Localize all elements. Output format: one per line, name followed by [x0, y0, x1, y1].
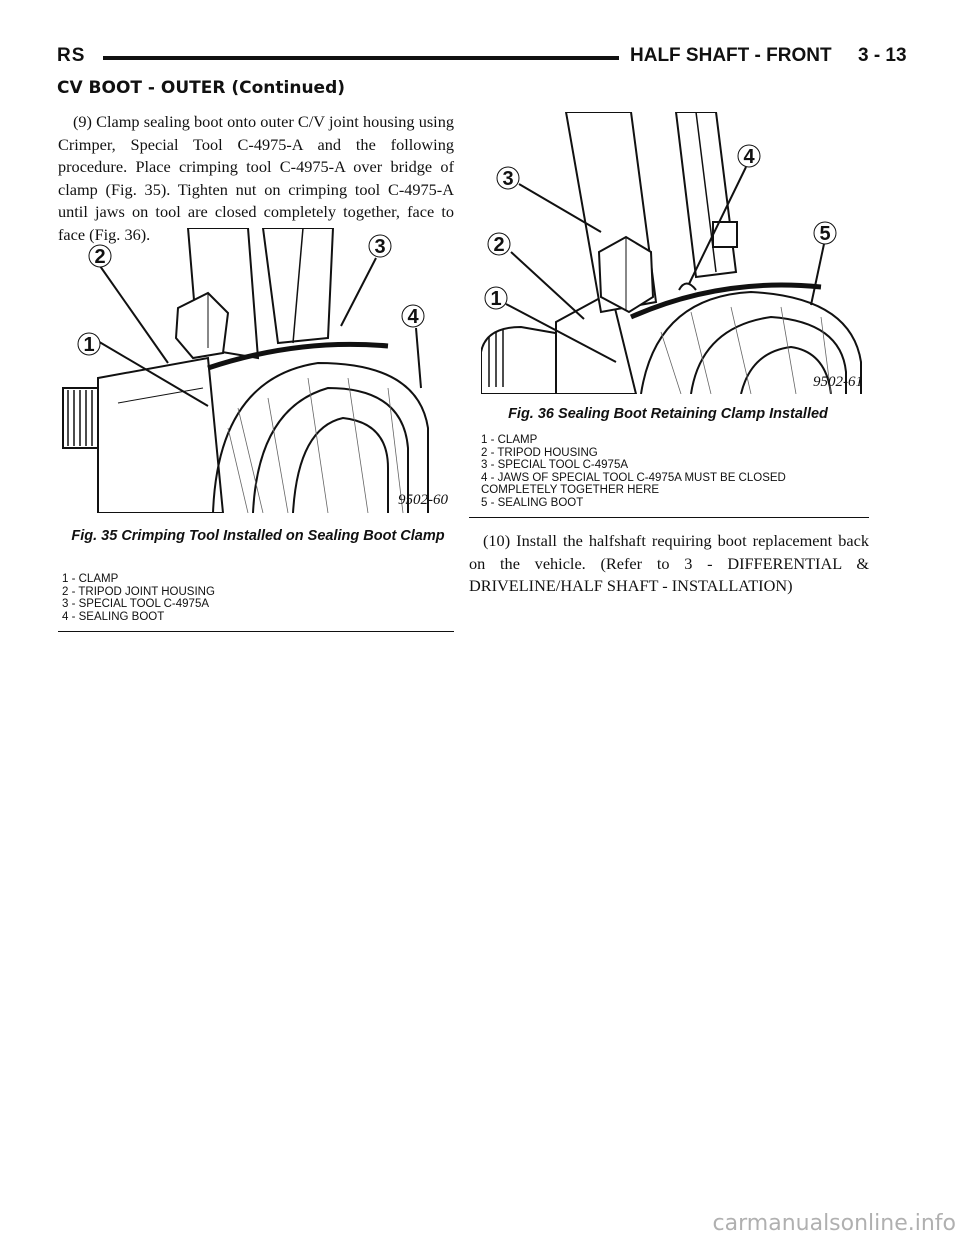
legend-item: 4 - SEALING BOOT — [62, 610, 165, 623]
fig36-callout-2: 2 — [493, 234, 504, 256]
fig36-callout-3: 3 — [502, 168, 513, 190]
fig35-callout-4: 4 — [407, 306, 419, 328]
figure-35-illustration: 2 1 3 4 9502-60 — [62, 228, 448, 513]
step-9-paragraph: (9) Clamp sealing boot onto outer C/V jo… — [58, 112, 454, 244]
fig36-code: 9502-61 — [813, 374, 863, 390]
legend-item: 1 - CLAMP — [481, 434, 538, 446]
figure-35-caption: Fig. 35 Crimping Tool Installed on Seali… — [71, 528, 445, 544]
legend-item: 3 - SPECIAL TOOL C-4975A — [481, 459, 629, 471]
header-section-code: RS — [57, 45, 86, 66]
figure-36-caption: Fig. 36 Sealing Boot Retaining Clamp Ins… — [508, 406, 828, 422]
section-title: CV BOOT - OUTER (Continued) — [57, 78, 346, 98]
figure-35-legend: 1 - CLAMP 2 - TRIPOD JOINT HOUSING 3 - S… — [62, 573, 452, 623]
fig36-callout-5: 5 — [819, 223, 830, 245]
fig36-callout-1: 1 — [490, 288, 501, 310]
figure-36-illustration: 3 2 1 4 5 9502-61 — [481, 112, 863, 394]
fig35-callout-1: 1 — [83, 334, 94, 356]
fig35-code: 9502-60 — [398, 492, 448, 508]
legend-item: 2 - TRIPOD JOINT HOUSING — [62, 585, 215, 598]
legend-item: 1 - CLAMP — [62, 573, 119, 585]
figure-36-rule — [469, 517, 869, 518]
fig35-callout-3: 3 — [374, 236, 385, 258]
legend-item: 3 - SPECIAL TOOL C-4975A — [62, 598, 210, 610]
figure-35-rule — [58, 631, 454, 632]
fig35-callout-2: 2 — [94, 246, 105, 268]
watermark: carmanualsonline.info — [712, 1211, 956, 1236]
header-rule — [103, 56, 619, 60]
fig36-callout-4: 4 — [743, 146, 755, 168]
legend-item: 2 - TRIPOD HOUSING — [481, 446, 598, 459]
figure-36-legend: 1 - CLAMP 2 - TRIPOD HOUSING 3 - SPECIAL… — [481, 434, 871, 509]
legend-item: 5 - SEALING BOOT — [481, 496, 584, 509]
legend-item: 4 - JAWS OF SPECIAL TOOL C-4975A MUST BE… — [481, 471, 786, 497]
header-title: HALF SHAFT - FRONT 3 - 13 — [630, 45, 907, 66]
step-10-paragraph: (10) Install the halfshaft requiring boo… — [469, 531, 869, 595]
